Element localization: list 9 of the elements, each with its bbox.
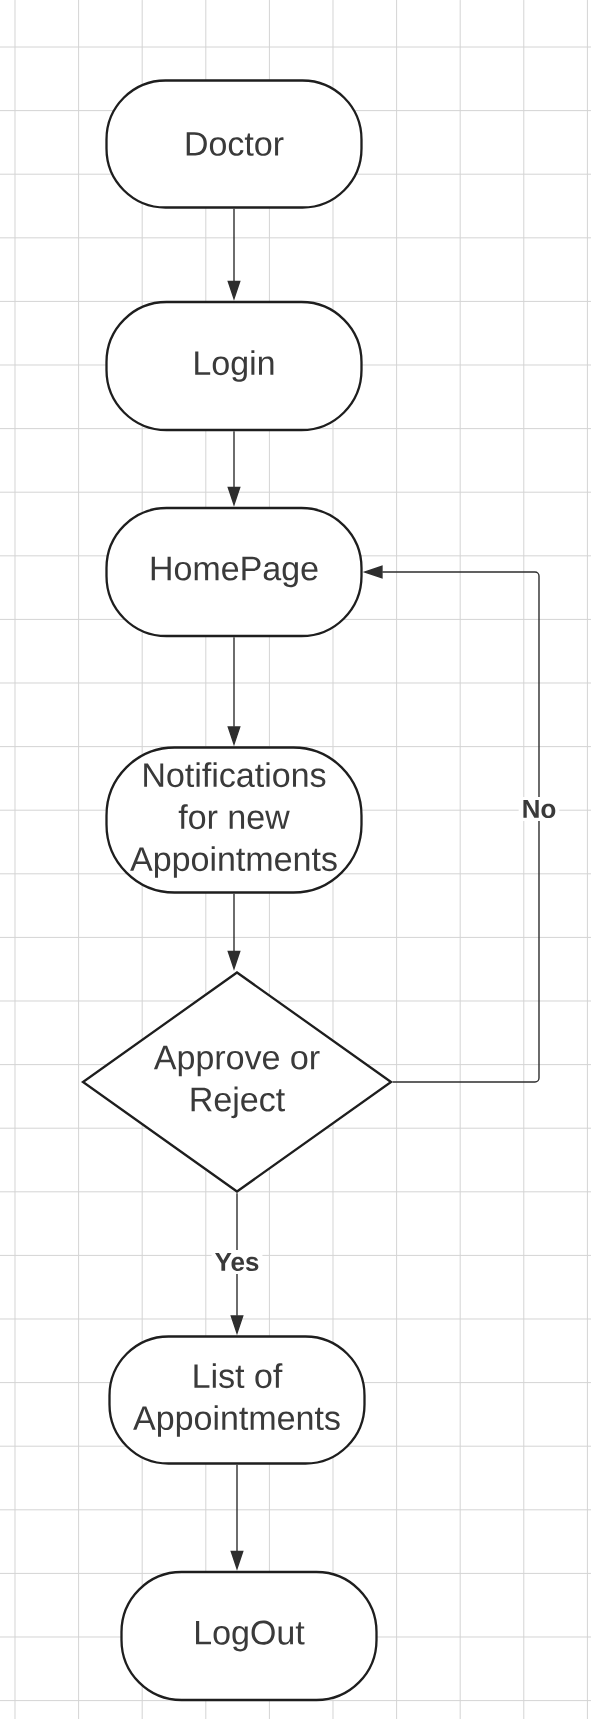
edge-label: Yes (211, 1249, 263, 1275)
process-box: Notifications for new Appointments (105, 746, 363, 894)
process-box: LogOut (120, 1570, 378, 1702)
process-box: HomePage (105, 506, 363, 638)
process-box: Login (105, 300, 363, 432)
process-box: Doctor (105, 79, 363, 209)
edge-label: No (518, 796, 560, 822)
node-label: LogOut (196, 1620, 305, 1652)
process-box: List of Appointments (108, 1335, 366, 1465)
